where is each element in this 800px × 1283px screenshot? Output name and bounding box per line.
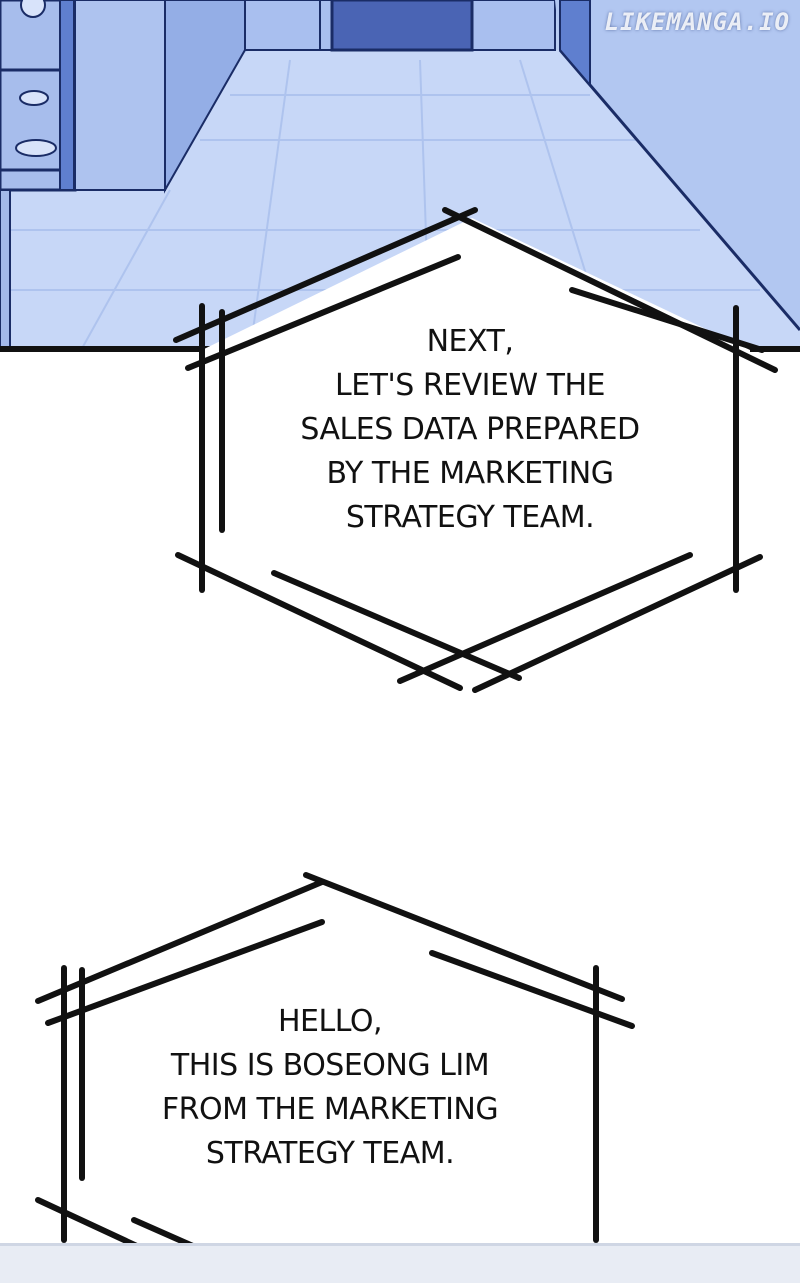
bubble-2-text: HELLO, THIS IS BOSEONG LIM FROM THE MARK… <box>100 1000 560 1176</box>
bubble-1-text: NEXT, LET'S REVIEW THE SALES DATA PREPAR… <box>240 320 700 540</box>
bubble-2-line: HELLO, <box>277 1004 383 1039</box>
bubble-1-line: NEXT, <box>426 324 514 359</box>
speech-bubble-2: HELLO, THIS IS BOSEONG LIM FROM THE MARK… <box>30 868 650 1283</box>
bubble-1-line: STRATEGY TEAM. <box>345 500 595 535</box>
bubble-2-line: FROM THE MARKETING <box>161 1092 499 1127</box>
watermark-text: LIKEMANGA.IO <box>604 8 790 36</box>
hallway-panel: LIKEMANGA.IO <box>0 0 800 352</box>
next-panel-edge <box>0 1243 800 1283</box>
bubble-1-line: BY THE MARKETING <box>326 456 614 491</box>
bubble-2-line: STRATEGY TEAM. <box>205 1136 455 1171</box>
hexagon-bubble-outline <box>173 207 778 693</box>
hallway-illustration <box>0 0 800 352</box>
bubble-1-line: SALES DATA PREPARED <box>300 412 640 447</box>
hexagon-bubble-outline <box>35 872 635 1283</box>
bubble-1-line: LET'S REVIEW THE <box>335 368 605 403</box>
bubble-2-line: THIS IS BOSEONG LIM <box>170 1048 490 1083</box>
speech-bubble-1: NEXT, LET'S REVIEW THE SALES DATA PREPAR… <box>170 200 790 700</box>
